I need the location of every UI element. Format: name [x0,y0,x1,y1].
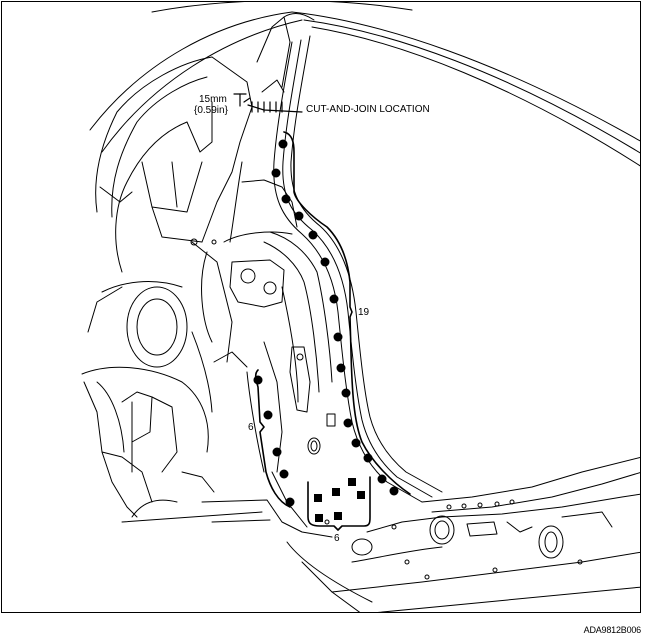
cut-join-marker [233,93,303,113]
dimension-in-label: {0.59in} [194,105,228,116]
body-panel-illustration [81,2,640,612]
pillar-structure [229,13,443,503]
spot-weld-points [253,139,399,507]
rear-body-structure [81,16,298,523]
figure-code: ADA9812B006 [583,625,642,635]
bottom-count-label: 6 [334,533,340,544]
plug-weld-points [314,478,365,522]
dimension-mm-label: 15mm [199,94,227,105]
weld-brackets [254,131,411,531]
cut-join-label: CUT-AND-JOIN LOCATION [306,104,430,115]
pillar-count-label: 19 [358,307,370,318]
left-count-label: 6 [248,422,254,433]
diagram-frame: 15mm {0.59in} CUT-AND-JOIN LOCATION 19 6… [1,1,641,613]
rear-floor-panel [201,456,640,612]
roof-arcs [89,2,640,167]
